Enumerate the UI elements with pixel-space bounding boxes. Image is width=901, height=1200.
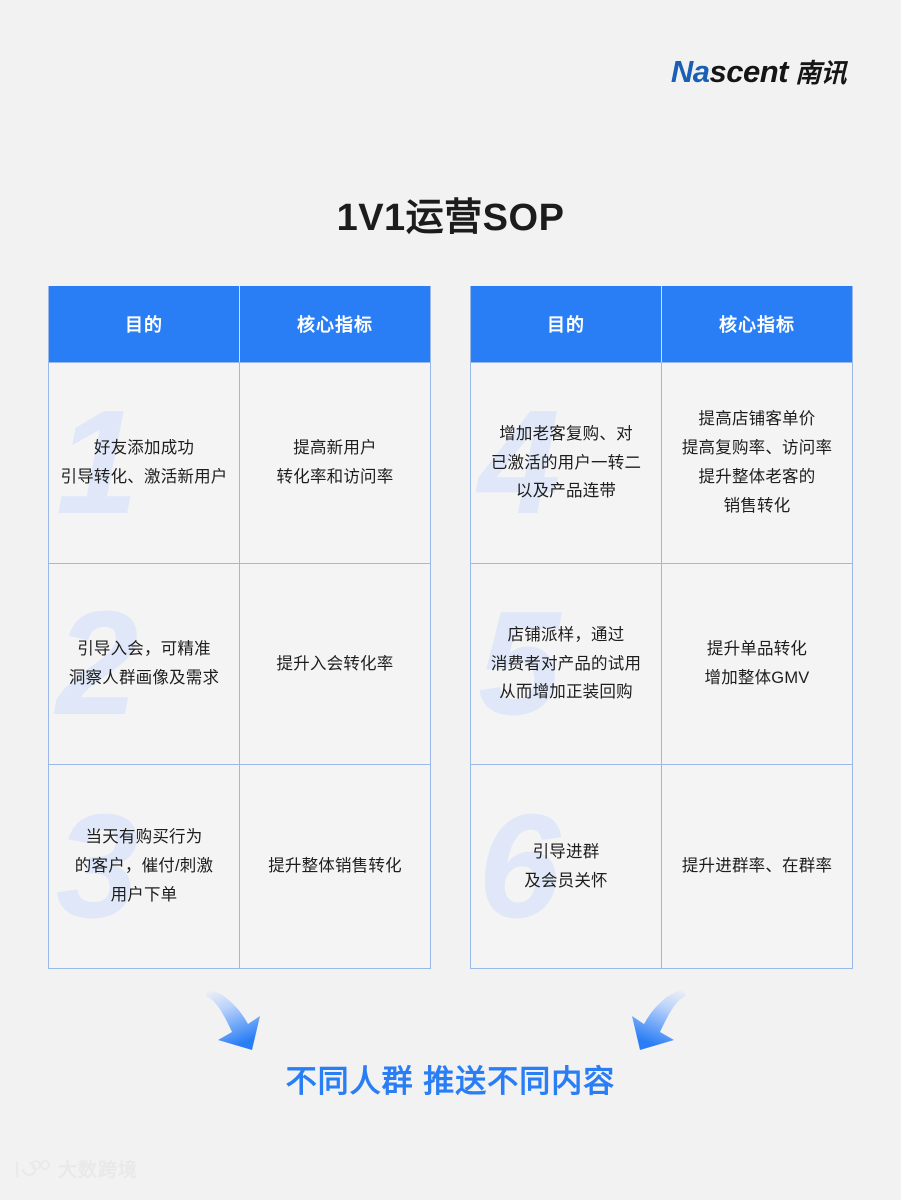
- curved-arrow-down-left-icon: [206, 990, 260, 1050]
- cell-purpose-text: 店铺派样，通过 消费者对产品的试用 从而增加正装回购: [490, 625, 642, 702]
- cell-purpose: 2 引导入会，可精准 洞察人群画像及需求: [49, 564, 239, 764]
- footer-slogan: 不同人群 推送不同内容: [285, 1064, 616, 1099]
- column-header-purpose-right: 目的: [547, 315, 585, 335]
- watermark-logo-icon: [16, 1159, 50, 1177]
- column-header-metric-left: 核心指标: [239, 286, 430, 362]
- table-row: 4 增加老客复购、对 已激活的用户一转二 以及产品连带 提高店铺客单价 提高复购…: [471, 362, 852, 563]
- table-row: 3 当天有购买行为 的客户，催付/刺激 用户下单 提升整体销售转化: [49, 764, 430, 968]
- page-title: 1V1运营SOP: [336, 197, 565, 239]
- brand-logo-na: Na: [670, 54, 710, 89]
- column-header-purpose-left: 目的: [125, 315, 163, 335]
- cell-purpose: 1 好友添加成功 引导转化、激活新用户: [49, 363, 239, 563]
- cell-metric: 提高店铺客单价 提高复购率、访问率 提升整体老客的 销售转化: [661, 363, 852, 563]
- cell-metric: 提升入会转化率: [239, 564, 430, 764]
- cell-metric: 提升单品转化 增加整体GMV: [661, 564, 852, 764]
- cell-purpose-text: 引导入会，可精准 洞察人群画像及需求: [68, 640, 220, 687]
- watermark-text: 大数跨境: [58, 1160, 139, 1181]
- cell-metric-text: 提高店铺客单价 提高复购率、访问率 提升整体老客的 销售转化: [681, 410, 833, 515]
- cell-metric-text: 提升整体销售转化: [268, 857, 402, 876]
- sop-table-right: 目的 核心指标 4 增加老客复购、对 已激活的用户一转二 以及产品连带 提高店铺…: [470, 286, 853, 969]
- cell-purpose: 4 增加老客复购、对 已激活的用户一转二 以及产品连带: [471, 363, 661, 563]
- cell-purpose-text: 当天有购买行为 的客户，催付/刺激 用户下单: [74, 828, 214, 904]
- curved-arrow-down-right-icon: [632, 990, 686, 1050]
- table-row: 1 好友添加成功 引导转化、激活新用户 提高新用户 转化率和访问率: [49, 362, 430, 563]
- table-row: 6 引导进群 及会员关怀 提升进群率、在群率: [471, 764, 852, 968]
- table-header-row-left: 目的 核心指标: [49, 286, 430, 362]
- column-header-metric-right: 核心指标: [661, 286, 852, 362]
- table-row: 2 引导入会，可精准 洞察人群画像及需求 提升入会转化率: [49, 563, 430, 764]
- cell-purpose-text: 引导进群 及会员关怀: [524, 842, 608, 890]
- arrows-container: [0, 988, 901, 1078]
- cell-purpose: 5 店铺派样，通过 消费者对产品的试用 从而增加正装回购: [471, 564, 661, 764]
- cell-metric-text: 提升进群率、在群率: [681, 857, 833, 876]
- cell-metric-text: 提升入会转化率: [276, 654, 394, 673]
- table-row: 5 店铺派样，通过 消费者对产品的试用 从而增加正装回购 提升单品转化 增加整体…: [471, 563, 852, 764]
- cell-purpose-text: 增加老客复购、对 已激活的用户一转二 以及产品连带: [490, 424, 642, 501]
- brand-logo-scent: scent: [709, 54, 789, 89]
- cell-metric: 提高新用户 转化率和访问率: [239, 363, 430, 563]
- cell-metric-text: 提升单品转化 增加整体GMV: [704, 640, 810, 687]
- brand-logo-cn: 南讯: [794, 58, 847, 88]
- cell-metric-text: 提高新用户 转化率和访问率: [276, 439, 394, 486]
- cell-purpose-text: 好友添加成功 引导转化、激活新用户: [60, 439, 228, 486]
- site-watermark: 大数跨境: [14, 1155, 138, 1182]
- cell-purpose: 6 引导进群 及会员关怀: [471, 765, 661, 968]
- cell-metric: 提升进群率、在群率: [661, 765, 852, 968]
- cell-purpose: 3 当天有购买行为 的客户，催付/刺激 用户下单: [49, 765, 239, 968]
- sop-table-left: 目的 核心指标 1 好友添加成功 引导转化、激活新用户 提高新用户 转化率和访问…: [48, 286, 431, 969]
- table-header-row-right: 目的 核心指标: [471, 286, 852, 362]
- sop-tables-container: 目的 核心指标 1 好友添加成功 引导转化、激活新用户 提高新用户 转化率和访问…: [48, 286, 853, 969]
- cell-metric: 提升整体销售转化: [239, 765, 430, 968]
